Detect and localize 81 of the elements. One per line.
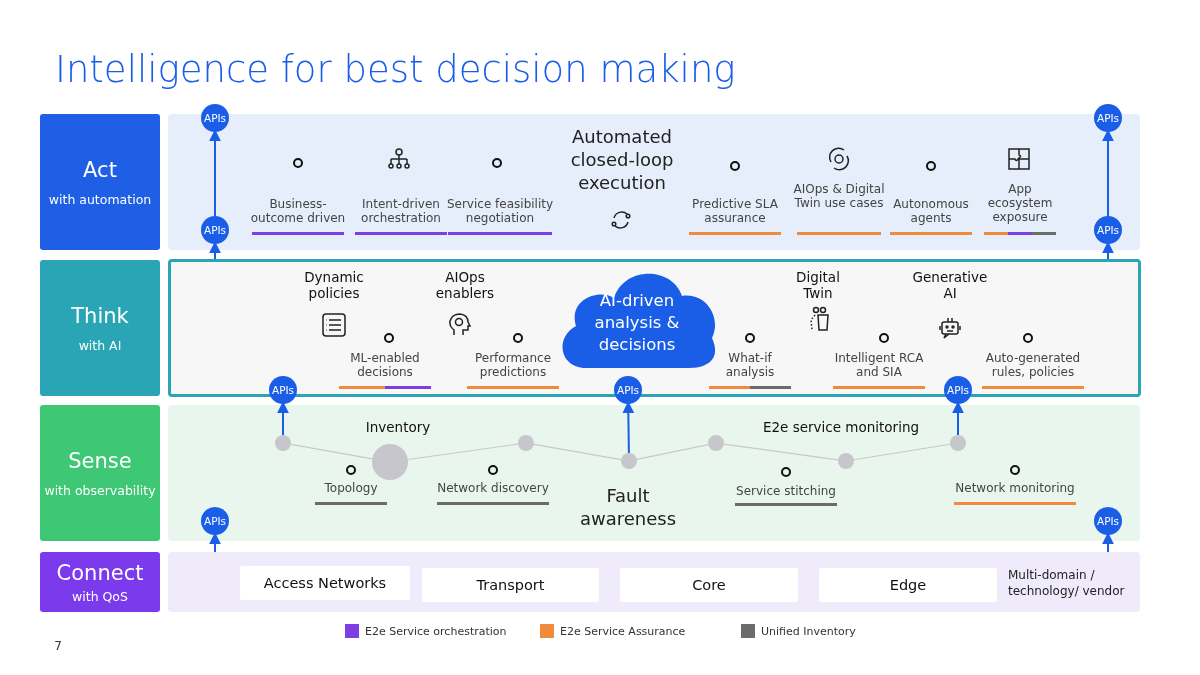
- layer-title: Act: [83, 157, 117, 182]
- connector-line: [723, 443, 841, 461]
- item-label: Service feasibility negotiation: [445, 197, 555, 225]
- api-badge: APIs: [201, 216, 229, 244]
- arrow: [209, 532, 221, 553]
- connector-line: [533, 443, 624, 461]
- connector-line: [636, 443, 711, 460]
- stage-label: Automated closed-loop execution: [569, 125, 675, 194]
- connector-line: [407, 443, 521, 461]
- domain-box: Edge: [819, 568, 997, 602]
- slide-title: Intelligence for best decision making: [55, 48, 736, 91]
- connector-line: [290, 443, 375, 460]
- item-label: Auto-generated rules, policies: [984, 351, 1082, 379]
- layer-band: [168, 114, 1140, 250]
- page-number: 7: [53, 639, 63, 653]
- item-label: Autonomous agents: [892, 197, 970, 225]
- layer-subtitle: with automation: [48, 191, 152, 207]
- arrow: [1102, 129, 1114, 217]
- layer-title: Connect: [56, 560, 144, 585]
- heading-label: E2e service monitoring: [761, 419, 921, 435]
- layer-subtitle: with AI: [78, 337, 122, 353]
- layer-box: [40, 260, 160, 396]
- layer-box: [40, 552, 160, 612]
- cloud-text: AI-driven analysis & decisions: [593, 290, 681, 356]
- timeline-dot: [372, 444, 408, 480]
- layer-title: Sense: [68, 448, 132, 473]
- domain-box: Access Networks: [240, 566, 410, 600]
- heading-label: AIOps enablers: [434, 269, 496, 301]
- api-badge: APIs: [269, 376, 297, 404]
- item-label: What-if analysis: [724, 351, 776, 379]
- arrow: [952, 401, 964, 436]
- item-label: Performance predictions: [473, 351, 552, 379]
- api-badge: APIs: [201, 104, 229, 132]
- layer-subtitle: with observability: [44, 482, 156, 498]
- stage-label: Fault awareness: [578, 484, 678, 530]
- item-label: Network monitoring: [954, 481, 1076, 495]
- item-label: AIOps & Digital Twin use cases: [793, 182, 885, 210]
- band-note: Multi-domain / technology/ vendor: [1008, 567, 1126, 599]
- timeline-dot: [621, 453, 637, 469]
- layer-box: [40, 114, 160, 250]
- layer-band: [168, 552, 1140, 612]
- layer-title: Think: [71, 303, 129, 328]
- item-label: Business-outcome driven: [249, 197, 347, 225]
- api-badge: APIs: [201, 507, 229, 535]
- heading-label: Digital Twin: [795, 269, 841, 301]
- timeline-dot: [838, 453, 854, 469]
- timeline-dot: [708, 435, 724, 451]
- domain-box: Core: [620, 568, 798, 602]
- arrow: [1102, 241, 1114, 260]
- api-badge: APIs: [1094, 104, 1122, 132]
- arrow: [209, 129, 221, 217]
- item-label: Intelligent RCA and SIA: [833, 351, 925, 379]
- arrow: [277, 401, 289, 436]
- arrow: [209, 241, 221, 260]
- api-badge: APIs: [944, 376, 972, 404]
- layer-subtitle: with QoS: [72, 588, 128, 604]
- item-label: ML-enabled decisions: [349, 351, 421, 379]
- item-label: Topology: [323, 481, 379, 495]
- layer-band: [168, 405, 1140, 541]
- layer-band: [168, 259, 1141, 397]
- legend-text: E2e Service Assurance: [560, 625, 686, 638]
- arrow: [1102, 532, 1114, 553]
- item-label: Network discovery: [436, 481, 550, 495]
- api-badge: APIs: [614, 376, 642, 404]
- heading-label: Dynamic policies: [303, 269, 365, 301]
- timeline-dot: [950, 435, 966, 451]
- connector-line: [853, 443, 953, 461]
- layer-box: [40, 405, 160, 541]
- item-label: Predictive SLA assurance: [691, 197, 779, 225]
- heading-label: Inventory: [364, 419, 432, 435]
- api-badge: APIs: [1094, 507, 1122, 535]
- timeline-dot: [518, 435, 534, 451]
- item-label: App ecosystem exposure: [986, 182, 1054, 224]
- legend-text: Unified Inventory: [761, 625, 856, 638]
- api-badge: APIs: [1094, 216, 1122, 244]
- legend-text: E2e Service orchestration: [365, 625, 507, 638]
- timeline-dot: [275, 435, 291, 451]
- arrow: [622, 401, 635, 454]
- heading-label: Generative AI: [911, 269, 989, 301]
- item-label: Service stitching: [735, 484, 837, 498]
- domain-box: Transport: [422, 568, 599, 602]
